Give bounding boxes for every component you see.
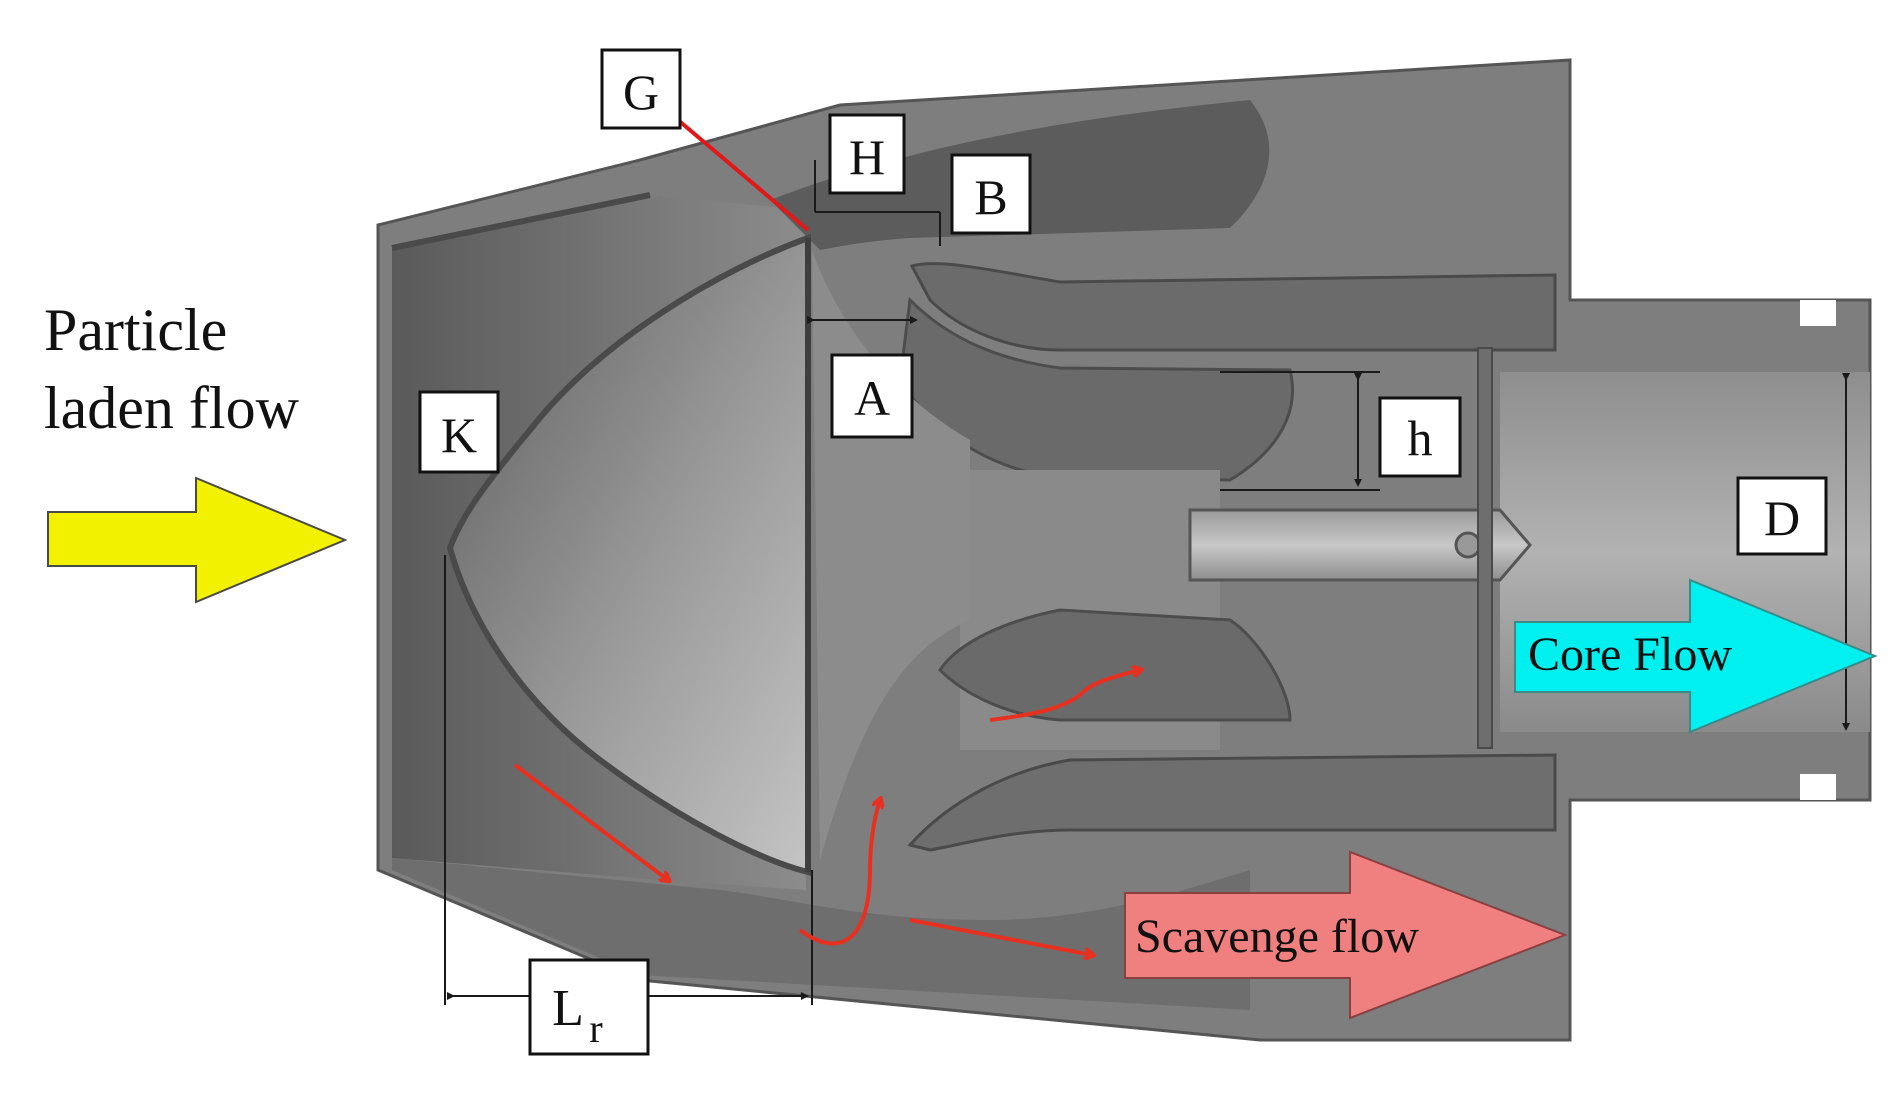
label-h-small-text: h bbox=[1408, 410, 1433, 466]
label-g-text: G bbox=[623, 64, 659, 120]
divider-rib bbox=[1477, 347, 1493, 749]
trajectory-2 bbox=[798, 800, 880, 946]
cone-body bbox=[446, 233, 811, 876]
inlet-arrow bbox=[47, 476, 348, 604]
leader-g bbox=[676, 118, 810, 232]
scavenge-passage bbox=[392, 858, 1250, 1010]
label-box-d: D bbox=[1736, 476, 1828, 556]
inlet-label-line1: Particle bbox=[44, 297, 227, 363]
trajectory-4 bbox=[989, 670, 1140, 722]
scavenge-flow-label: Scavenge flow bbox=[1135, 910, 1419, 963]
label-h-text: H bbox=[849, 129, 885, 185]
label-box-a: A bbox=[830, 353, 914, 439]
trajectory-3 bbox=[909, 918, 1092, 955]
label-box-h: H bbox=[828, 113, 906, 195]
vane-lower bbox=[938, 608, 1292, 722]
label-box-b: B bbox=[950, 153, 1032, 235]
label-box-lr: L r bbox=[528, 958, 650, 1056]
core-flow-arrow bbox=[1514, 578, 1878, 734]
outlet-notch-bottom bbox=[1800, 774, 1836, 800]
core-flow-label: Core Flow bbox=[1528, 628, 1732, 681]
label-box-h-small: h bbox=[1378, 396, 1462, 478]
splitter-upper bbox=[909, 262, 1557, 352]
inner-shell-top bbox=[391, 192, 651, 251]
inlet-label-line2: laden flow bbox=[44, 375, 300, 441]
center-shaft bbox=[1188, 508, 1532, 582]
trajectory-1 bbox=[513, 763, 668, 880]
label-b-text: B bbox=[974, 169, 1007, 225]
shaft-hole bbox=[1454, 531, 1482, 559]
label-d-text: D bbox=[1764, 490, 1800, 546]
outlet-notch-top bbox=[1800, 300, 1836, 326]
label-box-g: G bbox=[600, 48, 682, 130]
label-k-text: K bbox=[441, 407, 477, 463]
label-box-k: K bbox=[418, 390, 500, 474]
particle-trajectories bbox=[513, 670, 1140, 955]
label-r-subscript: r bbox=[589, 1006, 602, 1051]
label-l-text: L bbox=[552, 980, 584, 1037]
splitter-lower bbox=[907, 753, 1557, 852]
label-a-text: A bbox=[854, 370, 890, 426]
scavenge-flow-arrow bbox=[1124, 850, 1568, 1020]
